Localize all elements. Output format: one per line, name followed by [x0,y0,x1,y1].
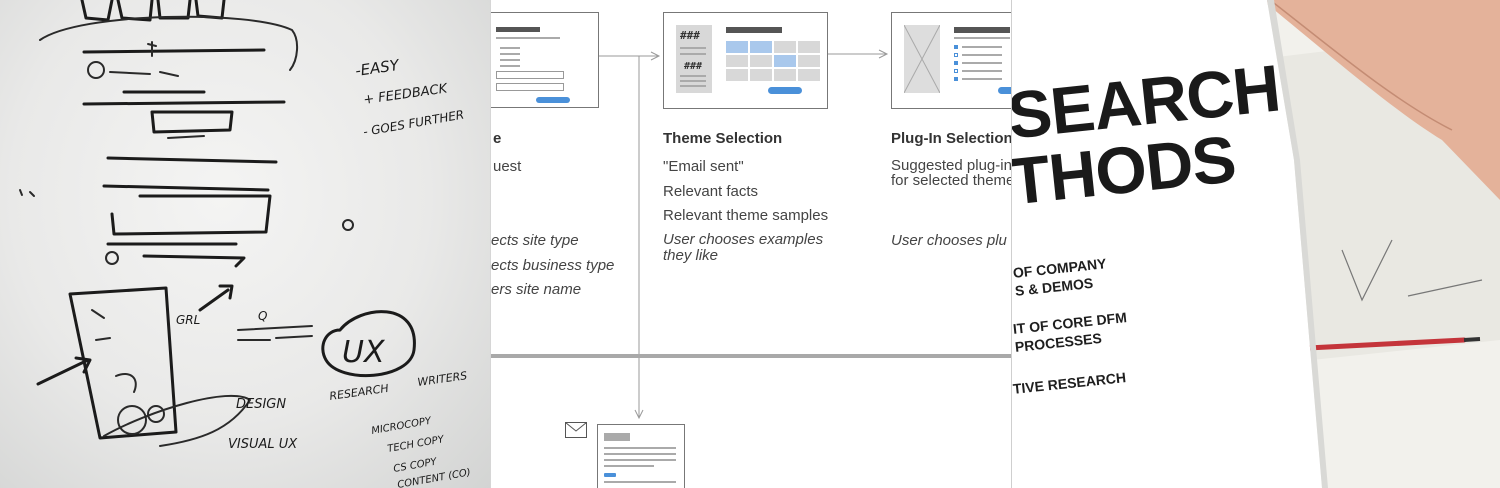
wireframe-flow: ### ### e uest ects site [490,0,1012,488]
column-1-italic-2: ects business type [491,257,615,274]
research-sketch-label: RESEARCH [329,382,390,403]
tech-copy-sketch-label: TECH COPY [387,434,446,455]
note-easy: -EASY [354,56,402,80]
wireframe-frame-site-type [491,12,599,108]
wireframe-frame-email [597,424,685,488]
column-1-italic-3: ers site name [491,281,582,298]
wireframe-frame-theme-selection: ### ### [663,12,828,109]
column-3-line-2: for selected theme [891,172,1012,189]
poster-photo: SEARCH THODS OF COMPANY S & DEMOS IT OF … [1012,0,1500,488]
wireframe-frame-plugin-selection [891,12,1011,109]
writers-sketch-label: WRITERS [417,369,468,389]
image-placeholder-icon [903,24,941,94]
q-sketch-label: Q [258,309,267,323]
column-2-italic-1: User chooses examples they like [663,231,824,264]
note-feedback: + FEEDBACK [362,81,449,108]
column-3-line-1: Suggested plug-in [891,157,1012,174]
cs-copy-sketch-label: CS COPY [393,456,439,475]
mock-heading-glyph: ### [680,29,700,42]
mock-subheading-glyph: ### [684,61,703,72]
ux-sketch-label: UX [342,335,386,370]
column-2-line-3: Relevant theme samples [663,207,829,224]
column-1-line-1: uest [493,158,522,175]
column-title-1: e [493,130,502,147]
envelope-icon [565,422,587,438]
column-title-theme-selection: Theme Selection [663,130,783,147]
note-goes-further: - GOES FURTHER [362,107,465,139]
desk-scene [1012,0,1500,488]
design-sketch-label: DESIGN [236,397,286,412]
column-1-italic-1: ects site type [491,232,579,249]
column-2-line-1: "Email sent" [663,158,744,175]
column-title-plugin-selection: Plug-In Selection [891,130,1012,147]
column-3-italic-1: User chooses plu [891,232,1007,249]
grl-sketch-label: GRL [176,313,200,327]
column-2-line-2: Relevant facts [663,183,759,200]
whiteboard-photo: UX Q GRL DESIGN VISUAL UX RESEARCH WRITE… [0,0,490,488]
microcopy-sketch-label: MICROCOPY [371,415,433,436]
flow-connectors [491,49,1011,420]
visual-ux-sketch-label: VISUAL UX [228,437,298,452]
whiteboard-sketch: UX Q GRL DESIGN VISUAL UX RESEARCH WRITE… [19,0,472,488]
